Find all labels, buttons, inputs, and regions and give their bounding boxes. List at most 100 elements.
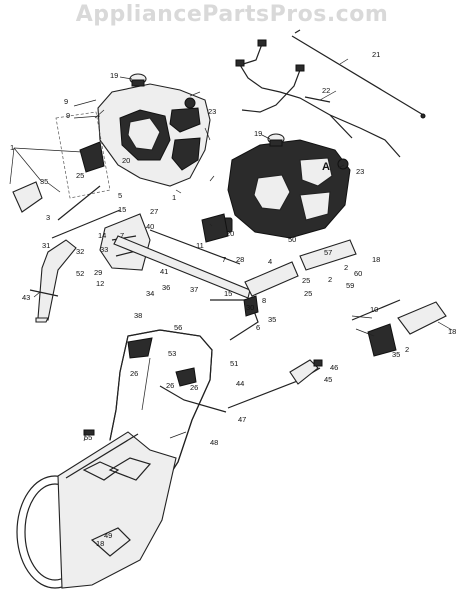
callout-45: 45	[324, 375, 332, 384]
callout-43: 43	[22, 293, 30, 302]
plate-24	[201, 213, 229, 243]
callout-34: 34	[146, 289, 154, 298]
callout-56: 56	[174, 323, 182, 332]
bracket-assembly-right	[210, 295, 259, 341]
callout-37: 37	[190, 285, 198, 294]
wire-harness-22	[235, 39, 401, 158]
callout-20b: 20	[226, 229, 234, 238]
callout-47: 47	[238, 415, 246, 424]
callout-50: 50	[288, 235, 296, 244]
dash-panel	[94, 83, 211, 187]
callout-31: 31	[42, 241, 50, 250]
callout-21: 21	[372, 50, 380, 59]
callout-1: 1	[10, 143, 14, 152]
watermark: AppliancePartsPros.com	[75, 2, 389, 27]
callout-30: 30	[246, 303, 254, 312]
callout-35b: 35	[268, 315, 276, 324]
callout-29: 29	[94, 268, 102, 277]
callout-38: 38	[134, 311, 142, 320]
callout-36: 36	[162, 283, 170, 292]
callout-46: 46	[330, 363, 338, 372]
callout-8: 8	[262, 296, 266, 305]
callout-53: 53	[168, 349, 176, 358]
callout-55: 55	[84, 433, 92, 442]
callout-32: 32	[76, 247, 84, 256]
callout-2b: 2	[328, 275, 332, 284]
callout-26: 26	[130, 369, 138, 378]
callout-15b: 15	[224, 289, 232, 298]
callout-18c: 18	[96, 539, 104, 548]
callout-28: 28	[236, 255, 244, 264]
tube-18	[299, 239, 447, 335]
callout-25c: 25	[304, 289, 312, 298]
dash-outline	[55, 111, 111, 199]
callout-18b: 18	[448, 327, 456, 336]
auger-housing	[16, 431, 177, 589]
callout-18: 18	[372, 255, 380, 264]
callout-view-a: A	[322, 161, 330, 173]
callout-9b: 9	[66, 111, 70, 120]
bolt-55	[83, 429, 95, 436]
callout-12: 12	[96, 279, 104, 288]
callout-59: 59	[346, 281, 354, 290]
cable-21	[291, 29, 426, 119]
callout-7: 7	[222, 255, 226, 264]
callout-14: 14	[98, 231, 106, 240]
callout-26b: 26	[166, 381, 174, 390]
callout-10: 10	[370, 305, 378, 314]
handle-left	[35, 239, 77, 323]
callout-60: 60	[354, 269, 362, 278]
leader-lines	[9, 58, 453, 442]
callout-11: 11	[196, 241, 204, 250]
callout-1b: 1	[172, 193, 176, 202]
callout-7b: 7	[120, 231, 124, 240]
callout-22: 22	[322, 86, 330, 95]
bracket-20	[79, 141, 105, 173]
knob-19	[129, 73, 147, 87]
dash-panel-a	[227, 139, 351, 239]
callout-57: 57	[324, 248, 332, 257]
callout-44: 44	[236, 379, 244, 388]
callout-23b: 23	[356, 167, 364, 176]
knob-19b	[267, 133, 285, 147]
callout-25b: 25	[302, 276, 310, 285]
callout-35: 35	[40, 177, 48, 186]
callout-41: 41	[160, 267, 168, 276]
callout-2c: 2	[405, 345, 409, 354]
callout-49: 49	[104, 531, 112, 540]
callout-labels: 1 1 2 2 2 3 4 5 6 7 7 8 9 9 10 11 12 14 …	[10, 50, 456, 548]
callout-9: 9	[64, 97, 68, 106]
callout-19b: 19	[254, 129, 262, 138]
callout-3: 3	[46, 213, 50, 222]
callout-51: 51	[230, 359, 238, 368]
pin-43	[29, 289, 59, 297]
callout-35c: 35	[392, 350, 400, 359]
knob-23	[184, 97, 196, 109]
callout-5: 5	[118, 191, 122, 200]
bracket-53	[127, 337, 153, 359]
handle-lower-left	[109, 371, 121, 441]
rod-38	[141, 357, 151, 411]
tube-7	[244, 261, 299, 297]
callout-15: 15	[118, 205, 126, 214]
chute-control-rod	[113, 229, 251, 299]
callout-2: 2	[344, 263, 348, 272]
callout-4: 4	[268, 257, 272, 266]
callout-48: 48	[210, 438, 218, 447]
crank-45	[289, 359, 319, 385]
callout-52: 52	[76, 269, 84, 278]
handle-upper	[119, 329, 213, 381]
callout-6: 6	[256, 323, 260, 332]
headlight-lens	[12, 181, 43, 213]
bolt-46	[313, 359, 323, 367]
callout-33: 33	[100, 245, 108, 254]
callout-26c: 26	[190, 383, 198, 392]
bracket-26	[175, 367, 197, 387]
callout-20: 20	[122, 156, 130, 165]
callout-25: 25	[76, 171, 84, 180]
callout-19: 19	[110, 71, 118, 80]
shift-rod	[51, 185, 121, 239]
callout-27: 27	[150, 207, 158, 216]
callout-40: 40	[146, 222, 154, 231]
